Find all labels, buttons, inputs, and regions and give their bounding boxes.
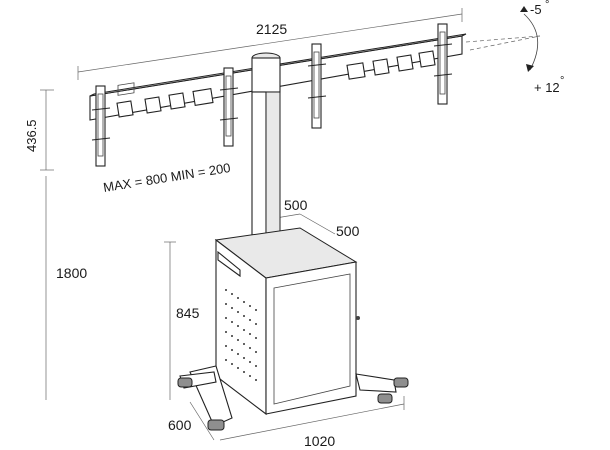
vesa-arm-2 xyxy=(219,67,239,147)
label-tilt-down: + 12 xyxy=(534,80,560,95)
label-vesa-range: MAX = 800 MIN = 200 xyxy=(102,160,231,195)
vesa-arm-3 xyxy=(307,43,327,129)
label-total-height: 1800 xyxy=(56,265,87,281)
label-width-total: 2125 xyxy=(256,21,287,37)
label-tilt-up: -5 xyxy=(530,2,542,17)
caster-back-left xyxy=(177,377,193,388)
vesa-arm-4 xyxy=(433,23,453,105)
caster-back-right xyxy=(393,377,409,388)
labels: 2125 436.5 1800 MAX = 800 MIN = 200 500 … xyxy=(24,0,564,449)
label-base-depth: 600 xyxy=(168,417,192,433)
caster-front-left xyxy=(207,419,225,431)
label-bracket-height: 436.5 xyxy=(24,119,39,152)
cabinet xyxy=(214,227,360,416)
label-tilt-down-degree: ° xyxy=(560,75,564,87)
vesa-arms xyxy=(91,23,453,167)
label-tilt-up-degree: ° xyxy=(545,0,549,11)
label-cabinet-width: 500 xyxy=(284,197,308,213)
label-base-width: 1020 xyxy=(304,433,335,449)
tilt-indicator xyxy=(465,6,541,72)
dimension-lines xyxy=(40,8,463,441)
label-cabinet-depth: 500 xyxy=(336,223,360,239)
vent-holes xyxy=(225,289,257,381)
label-cabinet-height: 845 xyxy=(176,305,200,321)
base xyxy=(177,365,409,431)
caster-front-right xyxy=(377,393,393,404)
column xyxy=(251,52,281,239)
vesa-arm-1 xyxy=(91,85,111,167)
